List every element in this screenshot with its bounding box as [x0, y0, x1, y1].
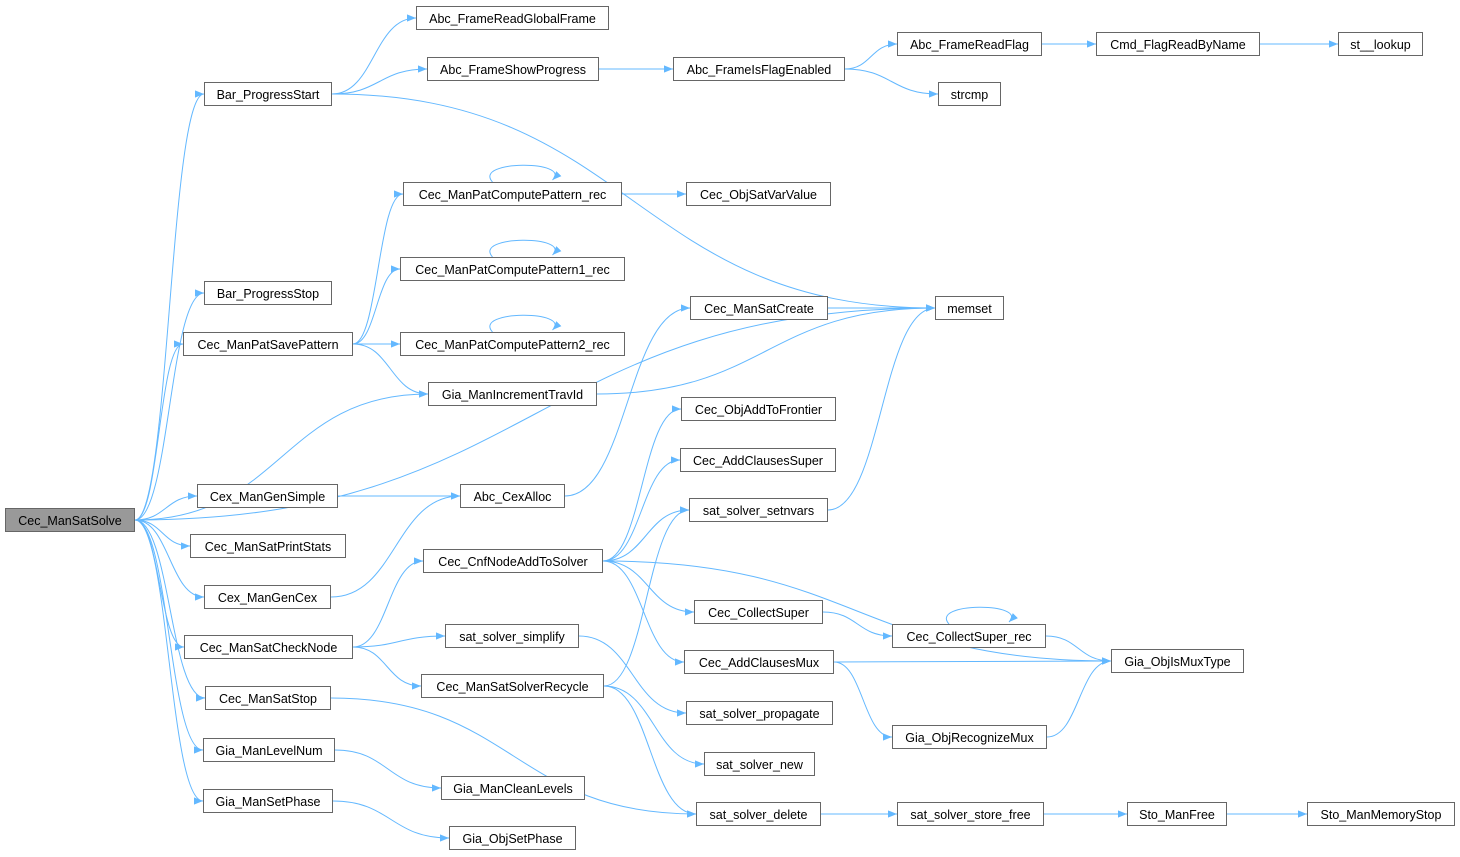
call-edge [352, 190, 404, 345]
call-edge [822, 611, 893, 640]
graph-node[interactable]: Cec_ManPatSavePattern [183, 332, 353, 356]
call-edge [352, 557, 424, 648]
graph-node[interactable]: Abc_FrameReadFlag [897, 32, 1042, 56]
graph-node[interactable]: Cec_ManSatSolverRecycle [421, 674, 604, 698]
graph-node[interactable]: Cec_CnfNodeAddToSolver [423, 549, 603, 573]
call-edge [134, 519, 204, 805]
graph-node[interactable]: Cmd_FlagReadByName [1096, 32, 1260, 56]
graph-node[interactable]: sat_solver_simplify [445, 624, 579, 648]
call-edge [602, 560, 1112, 665]
call-edge [602, 506, 690, 562]
graph-node[interactable]: Gia_ManCleanLevels [441, 776, 585, 800]
call-edge [945, 606, 1018, 625]
graph-node[interactable]: Gia_ObjIsMuxType [1111, 649, 1244, 673]
graph-node[interactable]: Sto_ManFree [1127, 802, 1227, 826]
call-edge [602, 405, 682, 562]
graph-node[interactable]: Cec_ManPatComputePattern2_rec [400, 332, 625, 356]
graph-node[interactable]: Gia_ManIncrementTravId [428, 382, 597, 406]
graph-node[interactable]: Abc_FrameIsFlagEnabled [673, 57, 845, 81]
graph-node[interactable]: sat_solver_setnvars [689, 498, 828, 522]
call-edge [603, 685, 705, 768]
call-edge [331, 14, 417, 95]
call-edge [334, 749, 442, 792]
graph-node[interactable]: Abc_FrameShowProgress [427, 57, 599, 81]
node-root[interactable]: Cec_ManSatSolve [5, 508, 135, 532]
call-edge [134, 492, 198, 521]
graph-node[interactable]: Cec_ManSatCreate [690, 296, 828, 320]
call-edge [1045, 635, 1112, 665]
call-edge [134, 519, 205, 601]
call-edge [352, 343, 429, 398]
call-edge [331, 65, 428, 95]
call-edge [352, 632, 446, 648]
call-edge [564, 304, 691, 497]
call-edge [330, 492, 461, 598]
call-edge [844, 40, 898, 70]
call-edge [489, 164, 562, 183]
call-edge [134, 90, 205, 521]
graph-node[interactable]: sat_solver_propagate [686, 701, 833, 725]
graph-node[interactable]: Sto_ManMemoryStop [1307, 802, 1455, 826]
graph-node[interactable]: Cec_ManSatCheckNode [184, 635, 353, 659]
graph-node[interactable]: Cex_ManGenSimple [197, 484, 338, 508]
graph-node[interactable]: Cec_ManPatComputePattern_rec [403, 182, 622, 206]
call-edge [331, 93, 936, 312]
call-edge [578, 635, 687, 717]
graph-node[interactable]: Cec_AddClausesSuper [680, 448, 836, 472]
graph-node[interactable]: Abc_FrameReadGlobalFrame [416, 6, 609, 30]
call-edge [489, 314, 562, 333]
graph-node[interactable]: Bar_ProgressStart [204, 82, 332, 106]
call-edge [134, 289, 205, 521]
call-edge [833, 657, 1112, 665]
call-edge [603, 685, 697, 818]
call-edge [596, 304, 936, 395]
graph-node[interactable]: st__lookup [1338, 32, 1423, 56]
graph-node[interactable]: Abc_CexAlloc [460, 484, 565, 508]
graph-node[interactable]: Cec_ManPatComputePattern1_rec [400, 257, 625, 281]
graph-node[interactable]: Gia_ObjSetPhase [449, 826, 576, 850]
graph-node[interactable]: sat_solver_new [704, 752, 815, 776]
call-edge [827, 304, 936, 511]
call-edge [489, 239, 562, 258]
graph-node[interactable]: Gia_ObjRecognizeMux [892, 725, 1047, 749]
graph-node[interactable]: Gia_ManSetPhase [203, 789, 333, 813]
graph-node[interactable]: Cec_ObjSatVarValue [686, 182, 831, 206]
graph-node[interactable]: Cec_ObjAddToFrontier [681, 397, 836, 421]
call-edge [352, 265, 401, 345]
call-edge [1046, 657, 1112, 738]
call-edge [602, 560, 695, 616]
call-edge [844, 68, 939, 98]
call-edge [134, 390, 429, 521]
call-edge [602, 456, 681, 562]
graph-node[interactable]: Cec_AddClausesMux [684, 650, 834, 674]
call-edge [134, 340, 184, 521]
call-edge [330, 697, 697, 818]
graph-node[interactable]: Gia_ManLevelNum [203, 738, 335, 762]
graph-node[interactable]: Cec_CollectSuper_rec [892, 624, 1046, 648]
call-edge [134, 519, 204, 754]
graph-node[interactable]: Cec_CollectSuper [694, 600, 823, 624]
graph-node[interactable]: Cec_ManSatPrintStats [190, 534, 346, 558]
call-edge [332, 800, 450, 842]
call-edge [352, 646, 422, 690]
graph-node[interactable]: strcmp [938, 82, 1001, 106]
graph-node[interactable]: Cec_ManSatStop [205, 686, 331, 710]
graph-node[interactable]: Cex_ManGenCex [204, 585, 331, 609]
call-edge [603, 506, 690, 687]
graph-node[interactable]: memset [935, 296, 1004, 320]
graph-node[interactable]: sat_solver_store_free [897, 802, 1044, 826]
call-edge [134, 519, 206, 702]
graph-node[interactable]: Bar_ProgressStop [204, 281, 332, 305]
call-edge [833, 661, 893, 741]
graph-node[interactable]: sat_solver_delete [696, 802, 821, 826]
